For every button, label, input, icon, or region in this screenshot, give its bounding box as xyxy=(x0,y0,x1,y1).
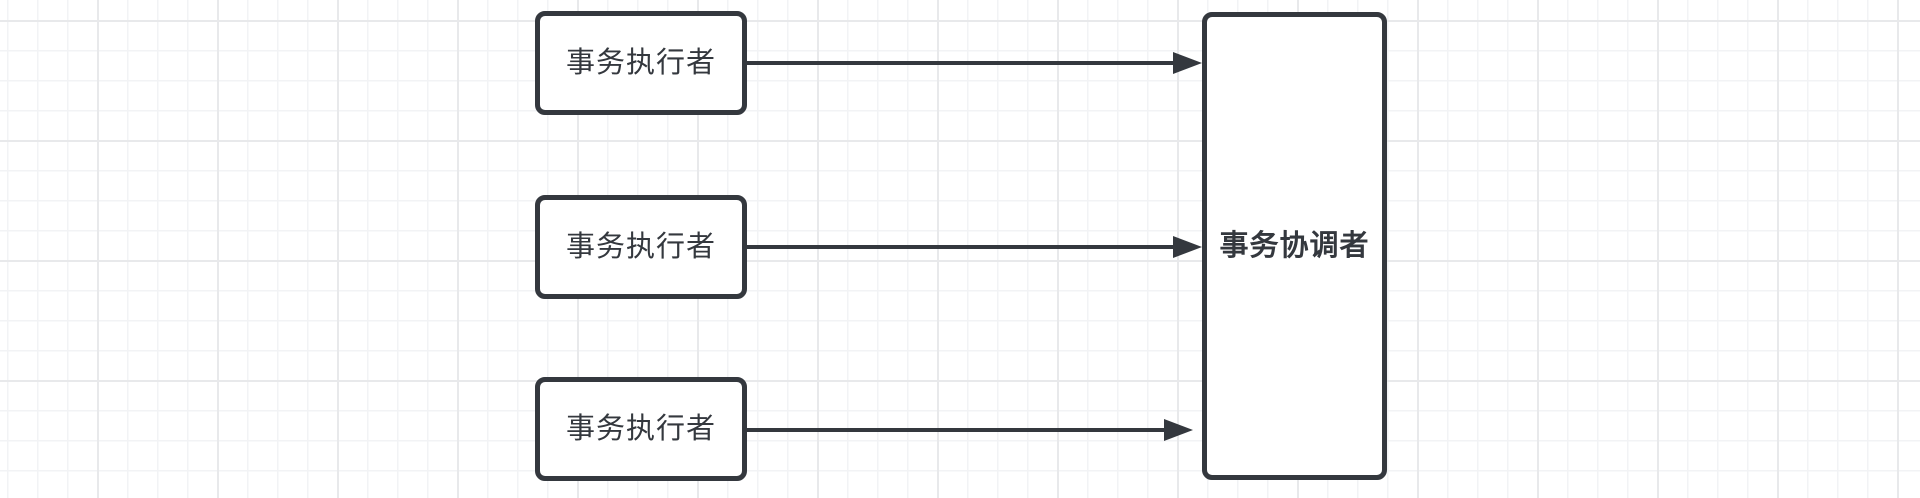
executor-node-2[interactable]: 事务执行者 xyxy=(535,195,747,299)
arrowhead-icon xyxy=(1173,52,1202,74)
executor-node-2-label: 事务执行者 xyxy=(565,230,716,263)
arrowhead-icon xyxy=(1173,236,1202,258)
connector-arrow-2[interactable] xyxy=(747,236,1202,258)
coordinator-node[interactable]: 事务协调者 xyxy=(1202,12,1387,480)
executor-node-1-label: 事务执行者 xyxy=(565,46,716,79)
arrowhead-icon xyxy=(1164,419,1193,441)
connector-arrow-3[interactable] xyxy=(747,419,1193,441)
executor-node-1[interactable]: 事务执行者 xyxy=(535,11,747,115)
executor-node-3[interactable]: 事务执行者 xyxy=(535,377,747,481)
executor-node-3-label: 事务执行者 xyxy=(565,412,716,445)
coordinator-node-label: 事务协调者 xyxy=(1219,229,1370,262)
connector-arrow-1[interactable] xyxy=(747,52,1202,74)
